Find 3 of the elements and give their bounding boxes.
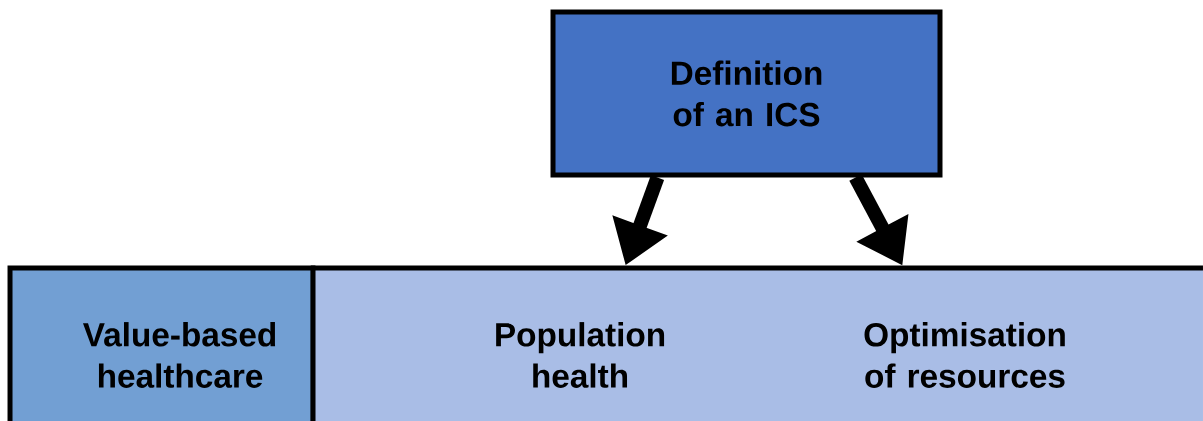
category-box: Value-based healthcare [7, 265, 316, 421]
definition-box: Definition of an ICS [550, 9, 943, 178]
band-box: Population health Optimisation of resources [310, 265, 1203, 421]
